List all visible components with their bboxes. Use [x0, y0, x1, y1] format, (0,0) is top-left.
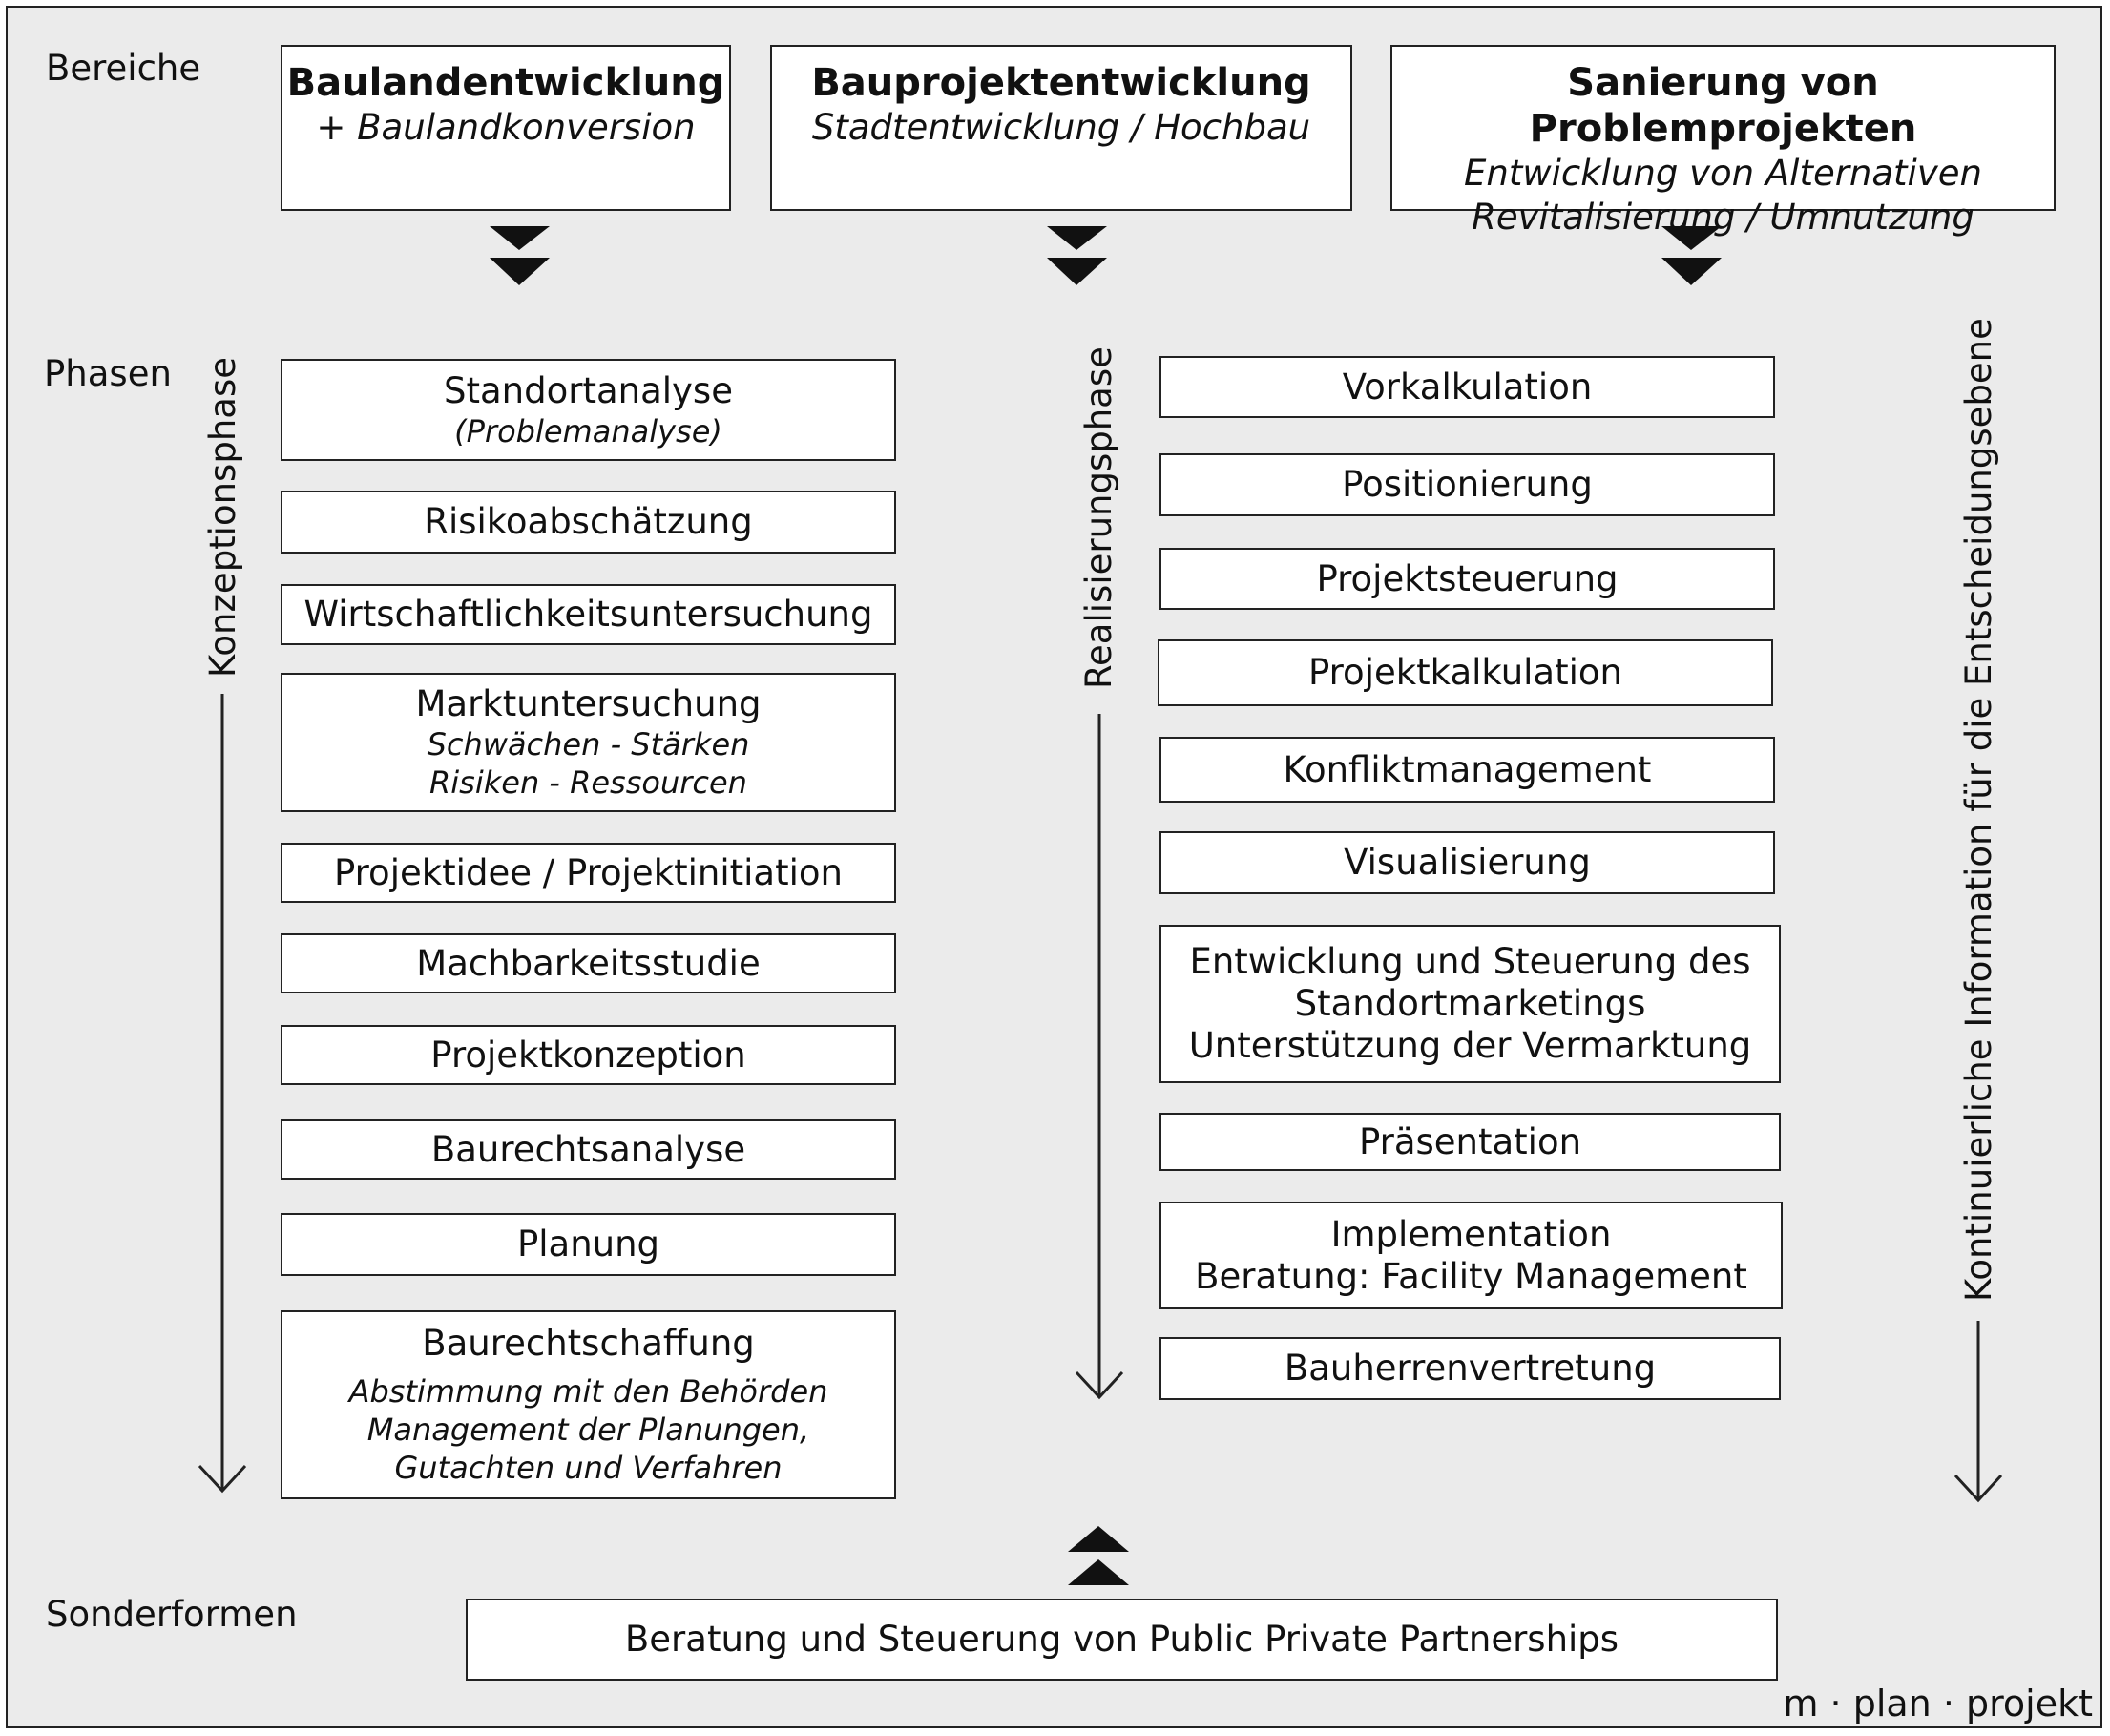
step-title: Standortanalyse	[444, 369, 733, 411]
step-sub: Risiken - Ressourcen	[429, 764, 747, 801]
step-sub: Abstimmung mit den Behörden	[348, 1373, 828, 1410]
down-line-arrow-icon	[198, 694, 247, 1494]
bereich-box-sanierung: Sanierung von Problemprojekten Entwicklu…	[1390, 45, 2056, 238]
step-title: Baurechtsanalyse	[430, 1128, 746, 1170]
step-projektsteuerung: Projektsteuerung	[1159, 548, 1775, 610]
step-line: Projektkalkulation	[1308, 652, 1622, 693]
bereich-sub: Entwicklung von Alternativen	[1464, 153, 1982, 194]
step-title: Risikoabschätzung	[424, 501, 753, 542]
sonderform-ppp: Beratung und Steuerung von Public Privat…	[466, 1599, 1778, 1681]
step-title: Machbarkeitsstudie	[416, 942, 761, 984]
step-title: Projektkonzeption	[430, 1034, 746, 1076]
step-praesentation: Präsentation	[1159, 1113, 1781, 1171]
step-line: Standortmarketings	[1294, 983, 1646, 1024]
step-projektidee: Projektidee / Projektinitiation	[281, 843, 896, 903]
down-line-arrow-icon	[1953, 1321, 2003, 1503]
step-line: Entwicklung und Steuerung des	[1189, 941, 1751, 982]
step-line: Projektsteuerung	[1316, 557, 1619, 599]
step-line: Vorkalkulation	[1342, 366, 1593, 408]
step-line: Positionierung	[1342, 464, 1593, 505]
double-down-arrow-icon	[1661, 226, 1722, 285]
step-line: Unterstützung der Vermarktung	[1188, 1025, 1752, 1066]
step-line: Konfliktmanagement	[1283, 748, 1652, 790]
label-bereiche: Bereiche	[46, 48, 201, 89]
bereich-title: Bauprojektentwicklung	[811, 61, 1311, 105]
step-vorkalkulation: Vorkalkulation	[1159, 356, 1775, 418]
step-projektkalkulation: Projektkalkulation	[1158, 639, 1773, 706]
double-up-arrow-icon	[1068, 1526, 1129, 1585]
bereich-title: Sanierung von Problemprojekten	[1529, 61, 1917, 151]
step-title: Wirtschaftlichkeitsuntersuchung	[303, 594, 873, 635]
bereich-sub: Revitalisierung / Umnutzung	[1472, 197, 1974, 238]
step-sub: (Problemanalyse)	[454, 412, 722, 450]
step-sub: Management der Planungen,	[366, 1412, 810, 1448]
step-wirtschaftlichkeitsuntersuchung: Wirtschaftlichkeitsuntersuchung	[281, 584, 896, 645]
bereich-box-baulandentwicklung: Baulandentwicklung + Baulandkonversion	[281, 45, 731, 211]
down-line-arrow-icon	[1075, 714, 1124, 1400]
bereich-title: Baulandentwicklung	[286, 61, 725, 105]
step-baurechtsanalyse: Baurechtsanalyse	[281, 1119, 896, 1180]
step-line: Visualisierung	[1344, 842, 1591, 883]
brand-logo: m · plan · projekt	[1783, 1683, 2093, 1725]
label-sonderformen: Sonderformen	[46, 1594, 298, 1635]
step-sub: Gutachten und Verfahren	[394, 1450, 783, 1486]
bereich-sub: Stadtentwicklung / Hochbau	[811, 107, 1311, 148]
step-sub: Schwächen - Stärken	[427, 726, 750, 763]
bereich-box-bauprojektentwicklung: Bauprojektentwicklung Stadtentwicklung /…	[770, 45, 1352, 211]
step-title: Projektidee / Projektinitiation	[334, 851, 843, 893]
step-bauherrenvertretung: Bauherrenvertretung	[1159, 1337, 1781, 1400]
step-marktuntersuchung: Marktuntersuchung Schwächen - Stärken Ri…	[281, 673, 896, 812]
double-down-arrow-icon	[1047, 226, 1107, 285]
step-visualisierung: Visualisierung	[1159, 831, 1775, 894]
sonderform-text: Beratung und Steuerung von Public Privat…	[624, 1619, 1619, 1660]
step-line: Bauherrenvertretung	[1284, 1348, 1657, 1389]
step-machbarkeitsstudie: Machbarkeitsstudie	[281, 933, 896, 993]
bereich-sub: + Baulandkonversion	[316, 107, 696, 148]
step-konfliktmanagement: Konfliktmanagement	[1159, 737, 1775, 803]
step-baurechtschaffung: Baurechtschaffung Abstimmung mit den Beh…	[281, 1310, 896, 1499]
step-line: Präsentation	[1358, 1120, 1582, 1162]
step-risikoabschaetzung: Risikoabschätzung	[281, 491, 896, 554]
step-line: Implementation	[1330, 1213, 1612, 1255]
step-title: Baurechtschaffung	[422, 1323, 755, 1364]
step-implementation: Implementation Beratung: Facility Manage…	[1159, 1202, 1783, 1309]
step-projektkonzeption: Projektkonzeption	[281, 1025, 896, 1085]
label-phasen: Phasen	[44, 353, 172, 394]
step-planung: Planung	[281, 1213, 896, 1276]
step-title: Planung	[516, 1224, 660, 1265]
step-standortmarketing: Entwicklung und Steuerung des Standortma…	[1159, 925, 1781, 1083]
step-standortanalyse: Standortanalyse (Problemanalyse)	[281, 359, 896, 461]
step-positionierung: Positionierung	[1159, 453, 1775, 516]
double-down-arrow-icon	[490, 226, 550, 285]
step-title: Marktuntersuchung	[415, 683, 762, 724]
step-line: Beratung: Facility Management	[1195, 1255, 1747, 1297]
